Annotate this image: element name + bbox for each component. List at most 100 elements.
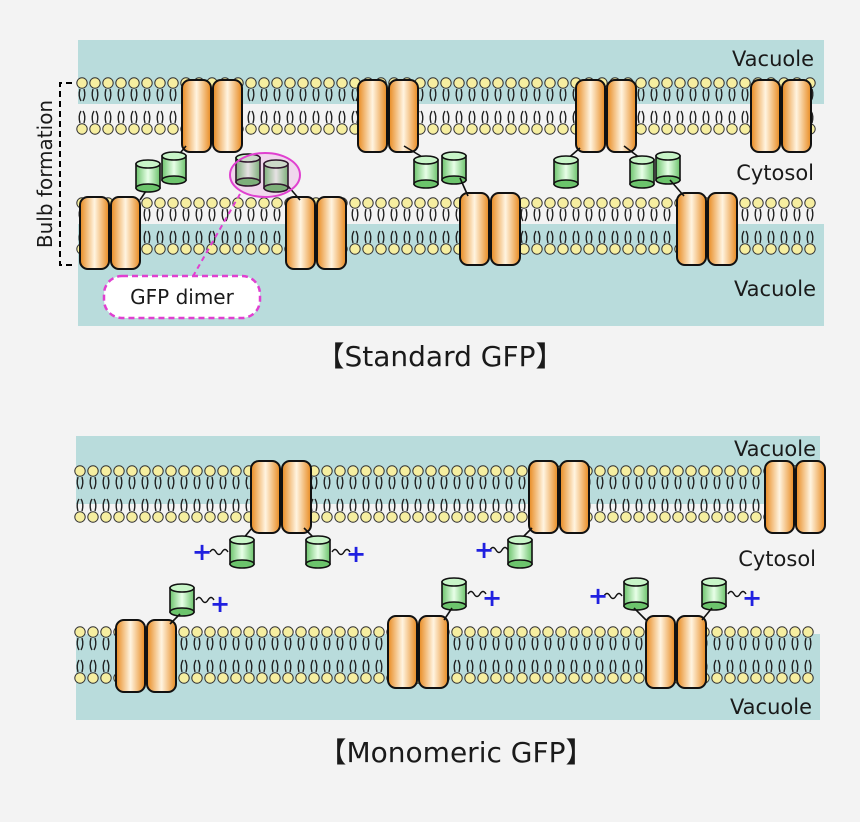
lipid-tail [518, 637, 526, 651]
lipid-tail [182, 230, 190, 244]
lipid-head [711, 465, 723, 477]
lipid-head [739, 123, 751, 135]
vacuole-bottom-label: Vacuole [730, 695, 812, 719]
lipid-tail [455, 110, 463, 124]
lipid-head [295, 672, 307, 684]
lipid-tail [286, 110, 294, 124]
lipid-tail [429, 208, 437, 222]
lipid-tail [791, 637, 799, 651]
lipid-tail [362, 498, 370, 512]
lipid-tail [245, 637, 253, 651]
lipid-tail [442, 208, 450, 222]
lipid-head [492, 123, 504, 135]
lipid-tail [169, 208, 177, 222]
protein-subunit [575, 79, 606, 153]
lipid-tail [674, 498, 682, 512]
protein-subunit [387, 615, 418, 689]
protein-subunit [181, 79, 212, 153]
lipid-tail [767, 230, 775, 244]
protein-subunit [645, 615, 676, 689]
gfp-bottom [235, 177, 261, 187]
lipid-tail [492, 659, 500, 673]
lipid-head [466, 77, 478, 89]
linker [443, 607, 453, 621]
lipid-tail [130, 110, 138, 124]
lipid-head [113, 511, 125, 523]
lipid-tail [336, 498, 344, 512]
lipid-tail [674, 476, 682, 490]
lipid-head [178, 511, 190, 523]
gfp-bottom [655, 175, 681, 185]
lipid-tail [299, 88, 307, 102]
lipid-tail [102, 476, 110, 490]
gfp-bottom [161, 175, 187, 185]
lipid-head [347, 626, 359, 638]
lipid-tail [481, 88, 489, 102]
protein-subunit [459, 192, 490, 266]
lipid-tail [89, 498, 97, 512]
lipid-head [440, 123, 452, 135]
charged-tail [489, 546, 509, 554]
gfp-dimer-callout-box [102, 274, 262, 320]
lipid-head [204, 672, 216, 684]
lipid-head [477, 511, 489, 523]
monomeric-gfp-panel: +++++++ Vacuole Cytosol Vacuole 【Monomer… [74, 436, 826, 769]
lipid-head [258, 123, 270, 135]
lipid-tail [349, 476, 357, 490]
lipid-head [375, 243, 387, 255]
lipid-tail [585, 208, 593, 222]
lipid-tail [193, 498, 201, 512]
callout-line [191, 193, 241, 279]
lipid-tail [713, 637, 721, 651]
lipid-head [763, 626, 775, 638]
lipid-head [323, 77, 335, 89]
lipid-head [557, 123, 569, 135]
lipid-head [724, 465, 736, 477]
lipid-head [258, 197, 270, 209]
lipid-head [74, 626, 86, 638]
bulb-formation-label: Bulb formation [33, 100, 57, 248]
transmembrane-protein [645, 615, 707, 689]
lipid-tail [546, 230, 554, 244]
lipid-head [258, 77, 270, 89]
lipid-head [672, 511, 684, 523]
lipid-tail [193, 659, 201, 673]
gfp-barrel [629, 155, 655, 189]
lipid-head [594, 672, 606, 684]
lipid-head [219, 243, 231, 255]
lipid-head [555, 626, 567, 638]
lipid-head [700, 77, 712, 89]
lipid-head [752, 197, 764, 209]
lipid-head [620, 626, 632, 638]
lipid-head [230, 465, 242, 477]
gfp-top [507, 535, 533, 545]
lipid-head [451, 626, 463, 638]
gfp-top [263, 159, 289, 169]
lipid-tail [713, 659, 721, 673]
lipid-head [581, 626, 593, 638]
lipid-head [139, 465, 151, 477]
gfp-top [655, 151, 681, 161]
lipid-head [479, 123, 491, 135]
lipid-tail [778, 637, 786, 651]
transmembrane-protein [459, 192, 521, 266]
lipid-tail [559, 230, 567, 244]
lipid-tail [206, 637, 214, 651]
lipid-tail [78, 88, 86, 102]
lipid-tail [375, 498, 383, 512]
protein-subunit [418, 615, 449, 689]
lipid-tail [689, 88, 697, 102]
gfp-top [135, 159, 161, 169]
lipid-head [334, 465, 346, 477]
lipid-tail [611, 208, 619, 222]
lipid-head [87, 465, 99, 477]
transmembrane-protein [528, 460, 590, 534]
lipid-tail [76, 476, 84, 490]
lipid-head [347, 465, 359, 477]
lipid-tail [169, 230, 177, 244]
lipid-tail [765, 637, 773, 651]
lipid-tail [533, 208, 541, 222]
lipid-tail [208, 208, 216, 222]
lipid-head [191, 672, 203, 684]
lipid-tail [453, 659, 461, 673]
